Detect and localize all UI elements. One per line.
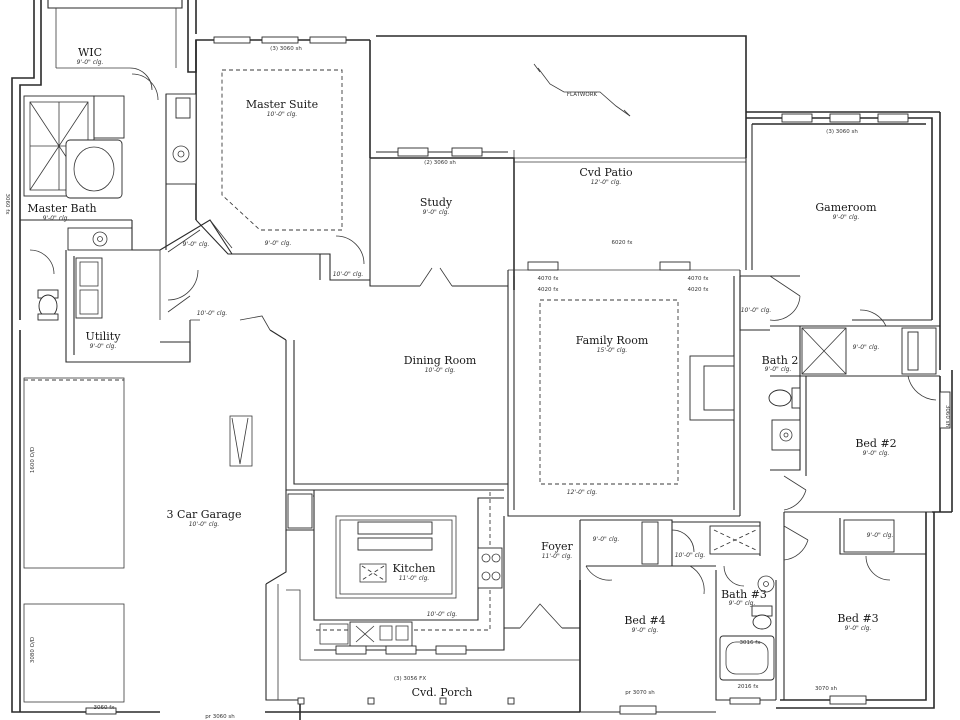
foyer-label: Foyer <box>541 540 573 553</box>
dining-room-label: Dining Room <box>404 354 477 367</box>
cvd-porch: (3) 3056 FX Cvd. Porch <box>297 628 580 705</box>
bath2: 10'-0" clg. 9'-0" clg. Bath 2 9'-0" clg. <box>739 275 940 471</box>
fam-lower-ceiling: 12'-0" clg. <box>567 489 598 496</box>
utility-ceiling: 9'-0" clg. <box>90 343 117 350</box>
bath3-ceiling: 9'-0" clg. <box>729 600 756 607</box>
garage-door-2: 3080 O/D <box>30 637 36 663</box>
study: (2) 3060 sh Study 9'-0" clg. <box>369 147 515 290</box>
bed3: 9'-0" clg. 3070 sh Bed #3 9'-0" clg. <box>783 512 926 705</box>
bath3-window-note: 2016 fx <box>738 684 760 690</box>
bed2-window-note: 3060 sh <box>944 405 950 428</box>
fam-4070-left: 4070 fx <box>538 276 560 282</box>
kitchen-lower-ceiling: 10'-0" clg. <box>427 611 458 618</box>
fam-4020-left: 4020 fx <box>538 287 560 293</box>
cvd-patio: Cvd Patio 12'-0" clg. 6020 fx FLATWORK <box>508 63 746 271</box>
cvd-patio-label: Cvd Patio <box>579 166 633 179</box>
gameroom-ceiling: 9'-0" clg. <box>833 214 860 221</box>
family-room-label: Family Room <box>576 334 649 347</box>
wic-ceiling: 9'-0" clg. <box>77 59 104 66</box>
bed3-window-note: 3070 sh <box>815 686 838 692</box>
ms-window-note: (3) 3060 sh <box>270 46 302 52</box>
garage-window-note: 3060 fx <box>94 705 116 711</box>
garage-ceiling: 10'-0" clg. <box>189 521 220 528</box>
study-ceiling: 9'-0" clg. <box>423 209 450 216</box>
bed3-ceiling: 9'-0" clg. <box>845 625 872 632</box>
bath3: 10'-0" clg. 3016 fx 2016 fx Bath #3 9'-0… <box>671 521 777 705</box>
master-suite-ceiling: 10'-0" clg. <box>267 111 298 118</box>
garage-label: 3 Car Garage <box>167 508 242 521</box>
gameroom: (3) 3060 sh Gameroom 9'-0" clg. <box>740 113 932 327</box>
bed2-ceiling: 9'-0" clg. <box>863 450 890 457</box>
left-window-note: 3060 fx <box>4 194 10 216</box>
game-window-note: (3) 3060 sh <box>826 129 858 135</box>
hall3-ceiling: 10'-0" clg. <box>741 307 772 314</box>
ms-hall-ceiling: 10'-0" clg. <box>333 271 364 278</box>
porch-window-note: (3) 3056 FX <box>394 676 426 682</box>
kitchen: Kitchen 11'-0" clg. 10'-0" clg. <box>285 489 504 647</box>
master-suite: (3) 3060 sh Master Suite 10'-0" clg. 9'-… <box>195 36 370 281</box>
bath2-ceiling: 9'-0" clg. <box>765 366 792 373</box>
master-suite-label: Master Suite <box>246 98 318 111</box>
bed3-closet-ceiling: 9'-0" clg. <box>867 532 894 539</box>
kitchen-ceiling: 11'-0" clg. <box>399 575 430 582</box>
bath3-label: Bath #3 <box>721 588 767 601</box>
hall-ceiling: 9'-0" clg. <box>183 241 210 248</box>
wic-label: WIC <box>78 46 102 59</box>
fam-4020-right: 4020 fx <box>688 287 710 293</box>
ms-closet-ceiling: 9'-0" clg. <box>265 240 292 247</box>
flatwork-note: FLATWORK <box>567 92 598 98</box>
bed4-ceiling: 9'-0" clg. <box>632 627 659 634</box>
fam-4070-right: 4070 fx <box>688 276 710 282</box>
foyer: Foyer 11'-0" clg. <box>503 516 580 629</box>
garage: 3 Car Garage 10'-0" clg. 1600 O/D 3080 O… <box>4 194 301 720</box>
master-bath-ceiling: 9'-0" clg. <box>43 215 70 222</box>
hall4-ceiling: 10'-0" clg. <box>675 552 706 559</box>
patio-door-note: 6020 fx <box>612 240 634 246</box>
master-bath-label: Master Bath <box>27 202 96 215</box>
dining-room: Dining Room 10'-0" clg. <box>269 329 508 490</box>
family-room: 4070 fx 4020 fx 4070 fx 4020 fx Family R… <box>507 270 741 517</box>
dining-room-ceiling: 10'-0" clg. <box>425 367 456 374</box>
bath3-tub-note: 3016 fx <box>740 640 762 646</box>
study-label: Study <box>420 196 453 209</box>
bed3-label: Bed #3 <box>837 612 878 625</box>
bed4-window-note: pr 3070 sh <box>625 690 655 696</box>
family-room-ceiling: 15'-0" clg. <box>597 347 628 354</box>
bath2-closet-ceiling: 9'-0" clg. <box>853 344 880 351</box>
study-window-note: (2) 3060 sh <box>424 160 456 166</box>
bed2-label: Bed #2 <box>855 437 896 450</box>
utility-label: Utility <box>86 330 122 343</box>
bed4-label: Bed #4 <box>624 614 665 627</box>
cvd-porch-label: Cvd. Porch <box>412 686 473 699</box>
bed4-closet-ceiling: 9'-0" clg. <box>593 536 620 543</box>
garage-door-1: 1600 O/D <box>30 447 36 473</box>
bed4: 9'-0" clg. pr 3070 sh Bed #4 9'-0" clg. <box>579 519 716 715</box>
toilet-icon <box>37 289 59 321</box>
hall2-ceiling: 10'-0" clg. <box>197 310 228 317</box>
bed2: 3060 sh Bed #2 9'-0" clg. <box>783 376 951 513</box>
bath2-label: Bath 2 <box>762 354 799 367</box>
gameroom-label: Gameroom <box>815 201 877 214</box>
cvd-patio-ceiling: 12'-0" clg. <box>591 179 622 186</box>
foyer-ceiling: 11'-0" clg. <box>542 553 573 560</box>
garage-bottom-note: pr 3060 sh <box>205 714 235 720</box>
kitchen-label: Kitchen <box>393 562 436 575</box>
wic: WIC 9'-0" clg. <box>47 0 183 91</box>
utility: Utility 9'-0" clg. 9'-0" clg. 10'-0" clg… <box>65 219 271 363</box>
master-bath: Master Bath 9'-0" clg. <box>20 73 197 275</box>
